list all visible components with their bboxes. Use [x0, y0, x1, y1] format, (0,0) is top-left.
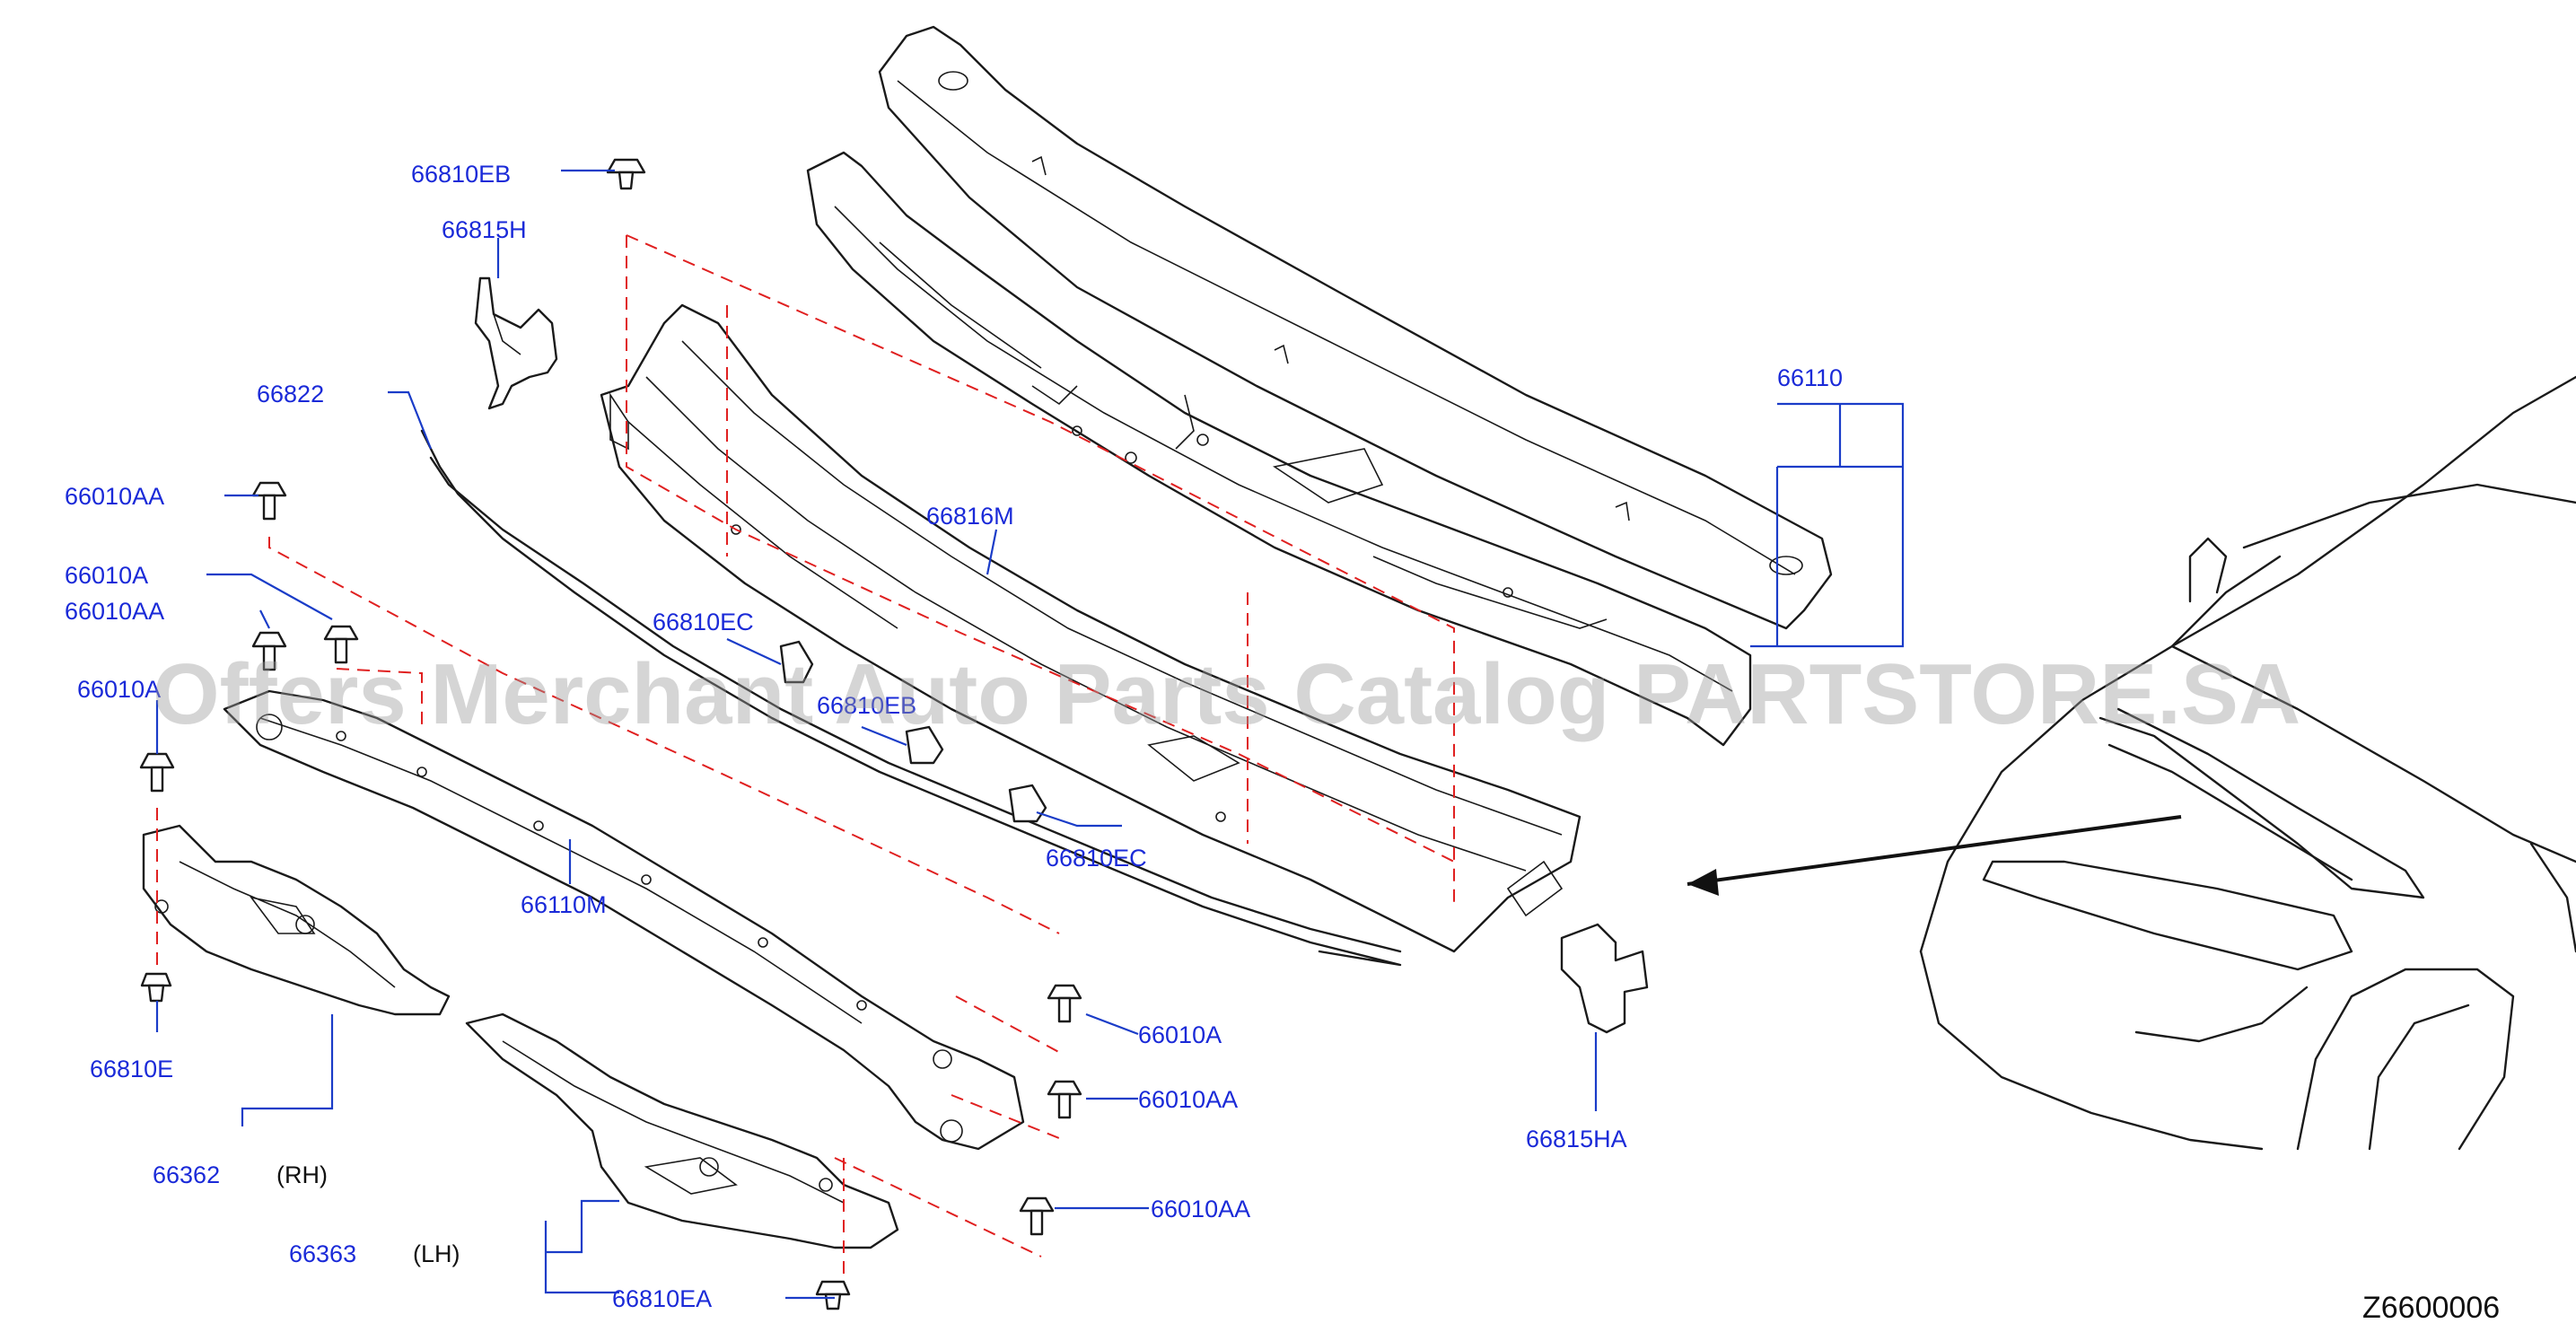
- label-66363: 66363: [289, 1240, 356, 1267]
- bolt-66010aa-3: [1047, 1080, 1082, 1119]
- diagram-code: Z6600006: [2362, 1291, 2500, 1325]
- label-66010aa-4: 66010AA: [1151, 1196, 1250, 1222]
- arrow-head-icon: [1687, 869, 1719, 896]
- label-66010a-2: 66010A: [77, 676, 161, 703]
- label-lh: (LH): [413, 1240, 460, 1267]
- bolt-66010a-1: [251, 631, 287, 671]
- bolt-66010a-2: [139, 752, 175, 793]
- cowl-weatherstrip: [420, 429, 1402, 967]
- label-66810e: 66810E: [90, 1056, 173, 1082]
- label-66010aa-1: 66010AA: [65, 483, 164, 510]
- label-66810ec-1: 66810EC: [653, 609, 754, 635]
- bolt-66010aa-1: [251, 481, 287, 521]
- label-66362: 66362: [153, 1161, 220, 1188]
- clip-66810eb-2: [905, 725, 944, 765]
- label-rh: (RH): [276, 1161, 328, 1188]
- cowl-top-inner-panel: [806, 151, 1752, 747]
- vehicle-location-thumbnail: [1687, 375, 2576, 1151]
- bracket-66815h: [474, 276, 558, 410]
- watermark-text: Offers Merchant Auto Parts Catalog PARTS…: [153, 646, 2300, 742]
- bracket-66815ha: [1560, 923, 1649, 1034]
- label-66810eb: 66810EB: [411, 161, 511, 188]
- cowl-side-bracket-rh: [142, 824, 451, 1016]
- clip-66810ea: [815, 1280, 851, 1310]
- label-66010aa-3: 66010AA: [1138, 1086, 1238, 1113]
- label-66816m: 66816M: [926, 503, 1014, 530]
- bolt-66010aa-4: [1019, 1196, 1055, 1236]
- label-66810ec-2: 66810EC: [1046, 845, 1147, 872]
- label-66815ha: 66815HA: [1526, 1126, 1627, 1152]
- label-66010a-1: 66010A: [65, 562, 148, 589]
- label-66815h: 66815H: [442, 216, 527, 243]
- label-66810ea: 66810EA: [612, 1285, 712, 1312]
- label-66110m: 66110M: [521, 891, 607, 918]
- cowl-side-bracket-lh: [465, 1012, 899, 1249]
- assembly-guide-lines: [156, 234, 1455, 1275]
- clip-66810ec-2: [1008, 784, 1047, 823]
- label-66810eb-2: 66810EB: [817, 692, 916, 719]
- clip-66810ec-1: [779, 640, 814, 684]
- label-66110: 66110: [1777, 364, 1843, 391]
- bolt-66010a-3: [1047, 984, 1082, 1023]
- bolt-66010aa-2: [323, 625, 359, 664]
- label-leader-lines: [155, 169, 1905, 1300]
- cowl-top-extension: [223, 689, 1025, 1151]
- label-66010aa-2: 66010AA: [65, 598, 164, 625]
- cowl-top-cover: [600, 303, 1582, 953]
- label-66010a-3: 66010A: [1138, 1021, 1222, 1048]
- cowl-top-outer-panel: [878, 25, 1833, 630]
- clip-66810e: [140, 972, 172, 1003]
- clip-66810eb-top: [606, 158, 646, 190]
- label-66822: 66822: [257, 381, 324, 407]
